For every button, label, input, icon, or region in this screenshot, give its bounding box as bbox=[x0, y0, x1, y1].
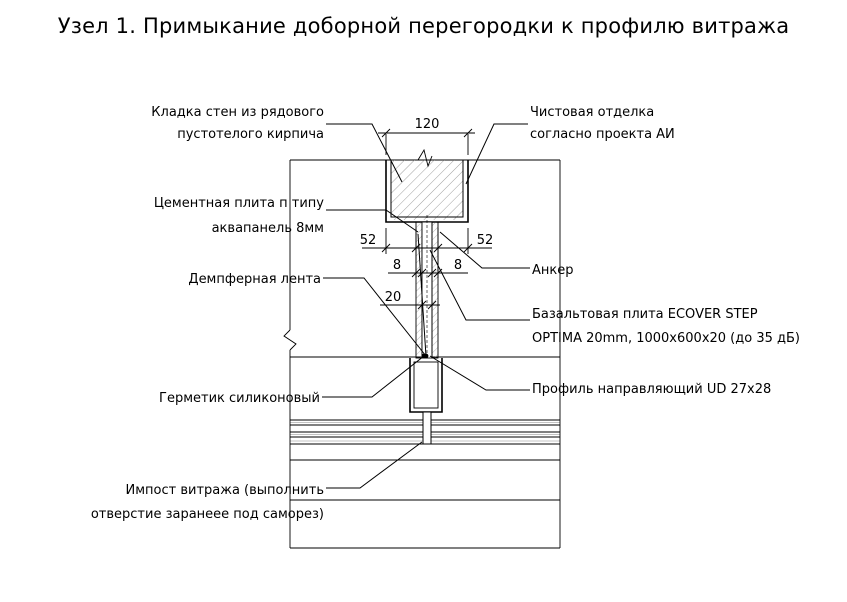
label-finish-1: Чистовая отделка bbox=[530, 105, 654, 120]
dim-52-left-label: 52 bbox=[360, 233, 377, 248]
label-anchor: Анкер bbox=[532, 263, 574, 278]
dim-52-right-label: 52 bbox=[477, 233, 494, 248]
frame-edges bbox=[283, 160, 561, 548]
dim-20-label: 20 bbox=[385, 290, 402, 305]
dim-8-left-label: 8 bbox=[393, 258, 401, 273]
dim-120-label: 120 bbox=[415, 117, 440, 132]
dim-8-right-label: 8 bbox=[454, 258, 462, 273]
leader-dots bbox=[421, 353, 429, 359]
dim-52 bbox=[362, 228, 492, 278]
label-cement-2: аквапанель 8мм bbox=[212, 221, 324, 236]
label-cement-1: Цементная плита п типу bbox=[154, 196, 324, 211]
page-title: Узел 1. Примыкание доборной перегородки … bbox=[57, 14, 790, 38]
label-impost-1: Импост витража (выполнить bbox=[126, 483, 325, 498]
ud-profile bbox=[409, 358, 443, 445]
label-impost-2: отверстие заранеее под саморез) bbox=[91, 507, 324, 522]
label-profile: Профиль направляющий UD 27x28 bbox=[532, 382, 771, 397]
label-sealant: Герметик силиконовый bbox=[159, 391, 320, 406]
label-basalt-2: OPTIMA 20mm, 1000x600x20 (до 35 дБ) bbox=[532, 331, 800, 346]
dim-120 bbox=[378, 128, 475, 155]
label-masonry-2: пустотелого кирпича bbox=[177, 127, 324, 142]
label-basalt-1: Базальтовая плита ECOVER STEP bbox=[532, 307, 758, 322]
dim-20 bbox=[380, 300, 440, 310]
partition bbox=[415, 215, 439, 359]
label-damper: Демпферная лента bbox=[188, 272, 321, 287]
label-masonry-1: Кладка стен из рядового bbox=[151, 105, 324, 120]
leaders bbox=[322, 123, 530, 489]
dim-8 bbox=[388, 268, 468, 278]
label-finish-2: согласно проекта АИ bbox=[530, 127, 675, 142]
masonry-block bbox=[385, 148, 469, 223]
